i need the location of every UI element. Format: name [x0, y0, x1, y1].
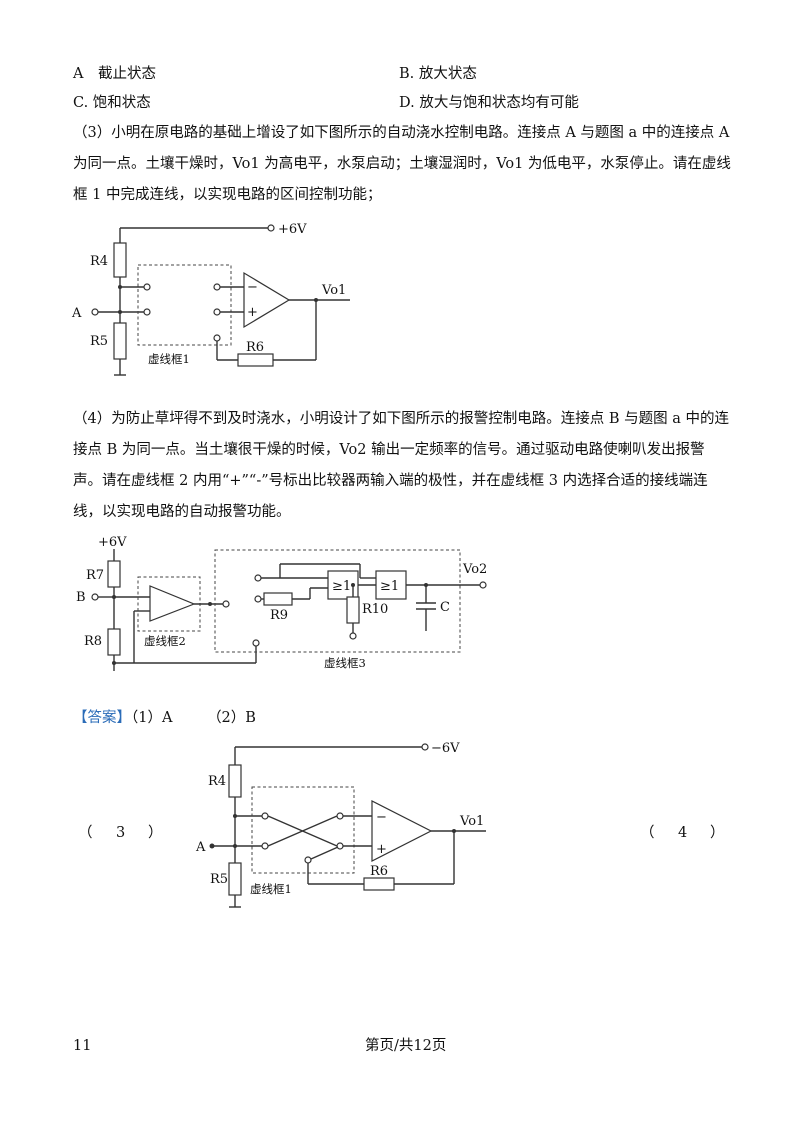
question-4-text: （4）为防止草坪得不到及时浇水，小明设计了如下图所示的报警控制电路。连接点 B …: [73, 411, 729, 520]
option-a: A 截止状态: [73, 66, 156, 82]
fig1-supply-label: +6V: [278, 222, 307, 237]
answer-3-close: ）: [148, 825, 163, 841]
fig2-gate1-label: ≥1: [332, 579, 351, 594]
fig1-r5: [113, 322, 127, 360]
fig1-r4: [113, 242, 127, 278]
fig3-supply-label: −6V: [431, 741, 460, 756]
fig3-frame-label: 虚线框1: [250, 882, 292, 896]
fig2-r7: [107, 560, 121, 588]
question-3-text: （3）小明在原电路的基础上增设了如下图所示的自动浇水控制电路。连接点 A 与题图…: [73, 125, 731, 203]
fig1-minus-label: −: [247, 280, 258, 295]
fig2-gate-2: [375, 570, 407, 600]
fig1-plus-label: +: [247, 305, 258, 320]
fig3-r5-label: R5: [210, 872, 228, 887]
answer-3-open: （: [78, 825, 93, 841]
answer-part-2: （2）B: [207, 710, 256, 726]
fig2-r10-label: R10: [362, 602, 388, 617]
fig1-output-label: Vo1: [321, 283, 346, 298]
fig1-r5-label: R5: [90, 334, 108, 349]
figure-2-circuit: +6V R7 R8 B 虚线框2 虚线框3 R9 ≥1 R10 ≥1: [76, 535, 487, 671]
fig3-r4-label: R4: [208, 774, 226, 789]
answer-tag: 【答案】: [73, 710, 131, 726]
fig2-r9-label: R9: [270, 608, 288, 623]
answer-line-1: 【答案】（1）A （2）B: [73, 708, 256, 728]
fig2-r10: [346, 596, 360, 624]
option-b: B. 放大状态: [399, 66, 477, 82]
figure-1-circuit: +6V R4 R5 A 虚线框1 − + Vo1 R6: [71, 222, 350, 376]
answer-4-close: ）: [710, 825, 725, 841]
fig1-op-amp: [243, 271, 291, 329]
fig1-r6-label: R6: [246, 340, 264, 355]
footer-page-number: 11: [73, 1038, 92, 1054]
answer-3-number: 3: [116, 825, 126, 841]
fig2-node-b-label: B: [76, 590, 86, 605]
fig1-node-a-label: A: [71, 306, 82, 321]
fig3-r6-label: R6: [370, 864, 388, 879]
fig1-r6: [237, 353, 274, 367]
fig2-frame3-label: 虚线框3: [324, 656, 366, 670]
fig3-minus-label: −: [376, 810, 387, 825]
figure-3-answer-circuit: −6V R4 R5 A 虚线框1 − + Vo1 R6: [195, 741, 486, 908]
fig2-output-label: Vo2: [462, 562, 487, 577]
answer-4-number: 4: [678, 825, 688, 841]
fig1-dashed-frame: [137, 264, 232, 346]
fig2-r9: [263, 592, 293, 606]
fig3-r5: [228, 862, 242, 896]
fig1-r4-label: R4: [90, 254, 108, 269]
fig3-plus-label: +: [376, 842, 387, 857]
fig2-r8-label: R8: [84, 634, 102, 649]
fig2-comparator: [149, 585, 196, 622]
option-d: D. 放大与饱和状态均有可能: [399, 95, 579, 111]
fig3-dashed-frame: [251, 786, 355, 874]
fig3-node-a-label: A: [195, 840, 206, 855]
fig3-r4: [228, 764, 242, 798]
fig3-r6: [363, 877, 395, 891]
fig3-output-label: Vo1: [459, 814, 484, 829]
fig2-r7-label: R7: [86, 568, 104, 583]
footer-page-text: 第页/共12页: [365, 1038, 447, 1054]
answer-part-1: （1）A: [131, 710, 173, 726]
fig1-frame-label: 虚线框1: [148, 352, 190, 366]
option-c: C. 饱和状态: [73, 95, 151, 111]
fig2-supply-label: +6V: [98, 535, 127, 550]
fig2-dashed-frame-3: [214, 549, 461, 653]
fig2-r8: [107, 628, 121, 656]
fig2-c-label: C: [440, 600, 450, 615]
fig2-frame2-label: 虚线框2: [144, 634, 186, 648]
fig2-gate2-label: ≥1: [380, 579, 399, 594]
answer-4-open: （: [640, 825, 655, 841]
fig3-op-amp: [371, 800, 433, 862]
